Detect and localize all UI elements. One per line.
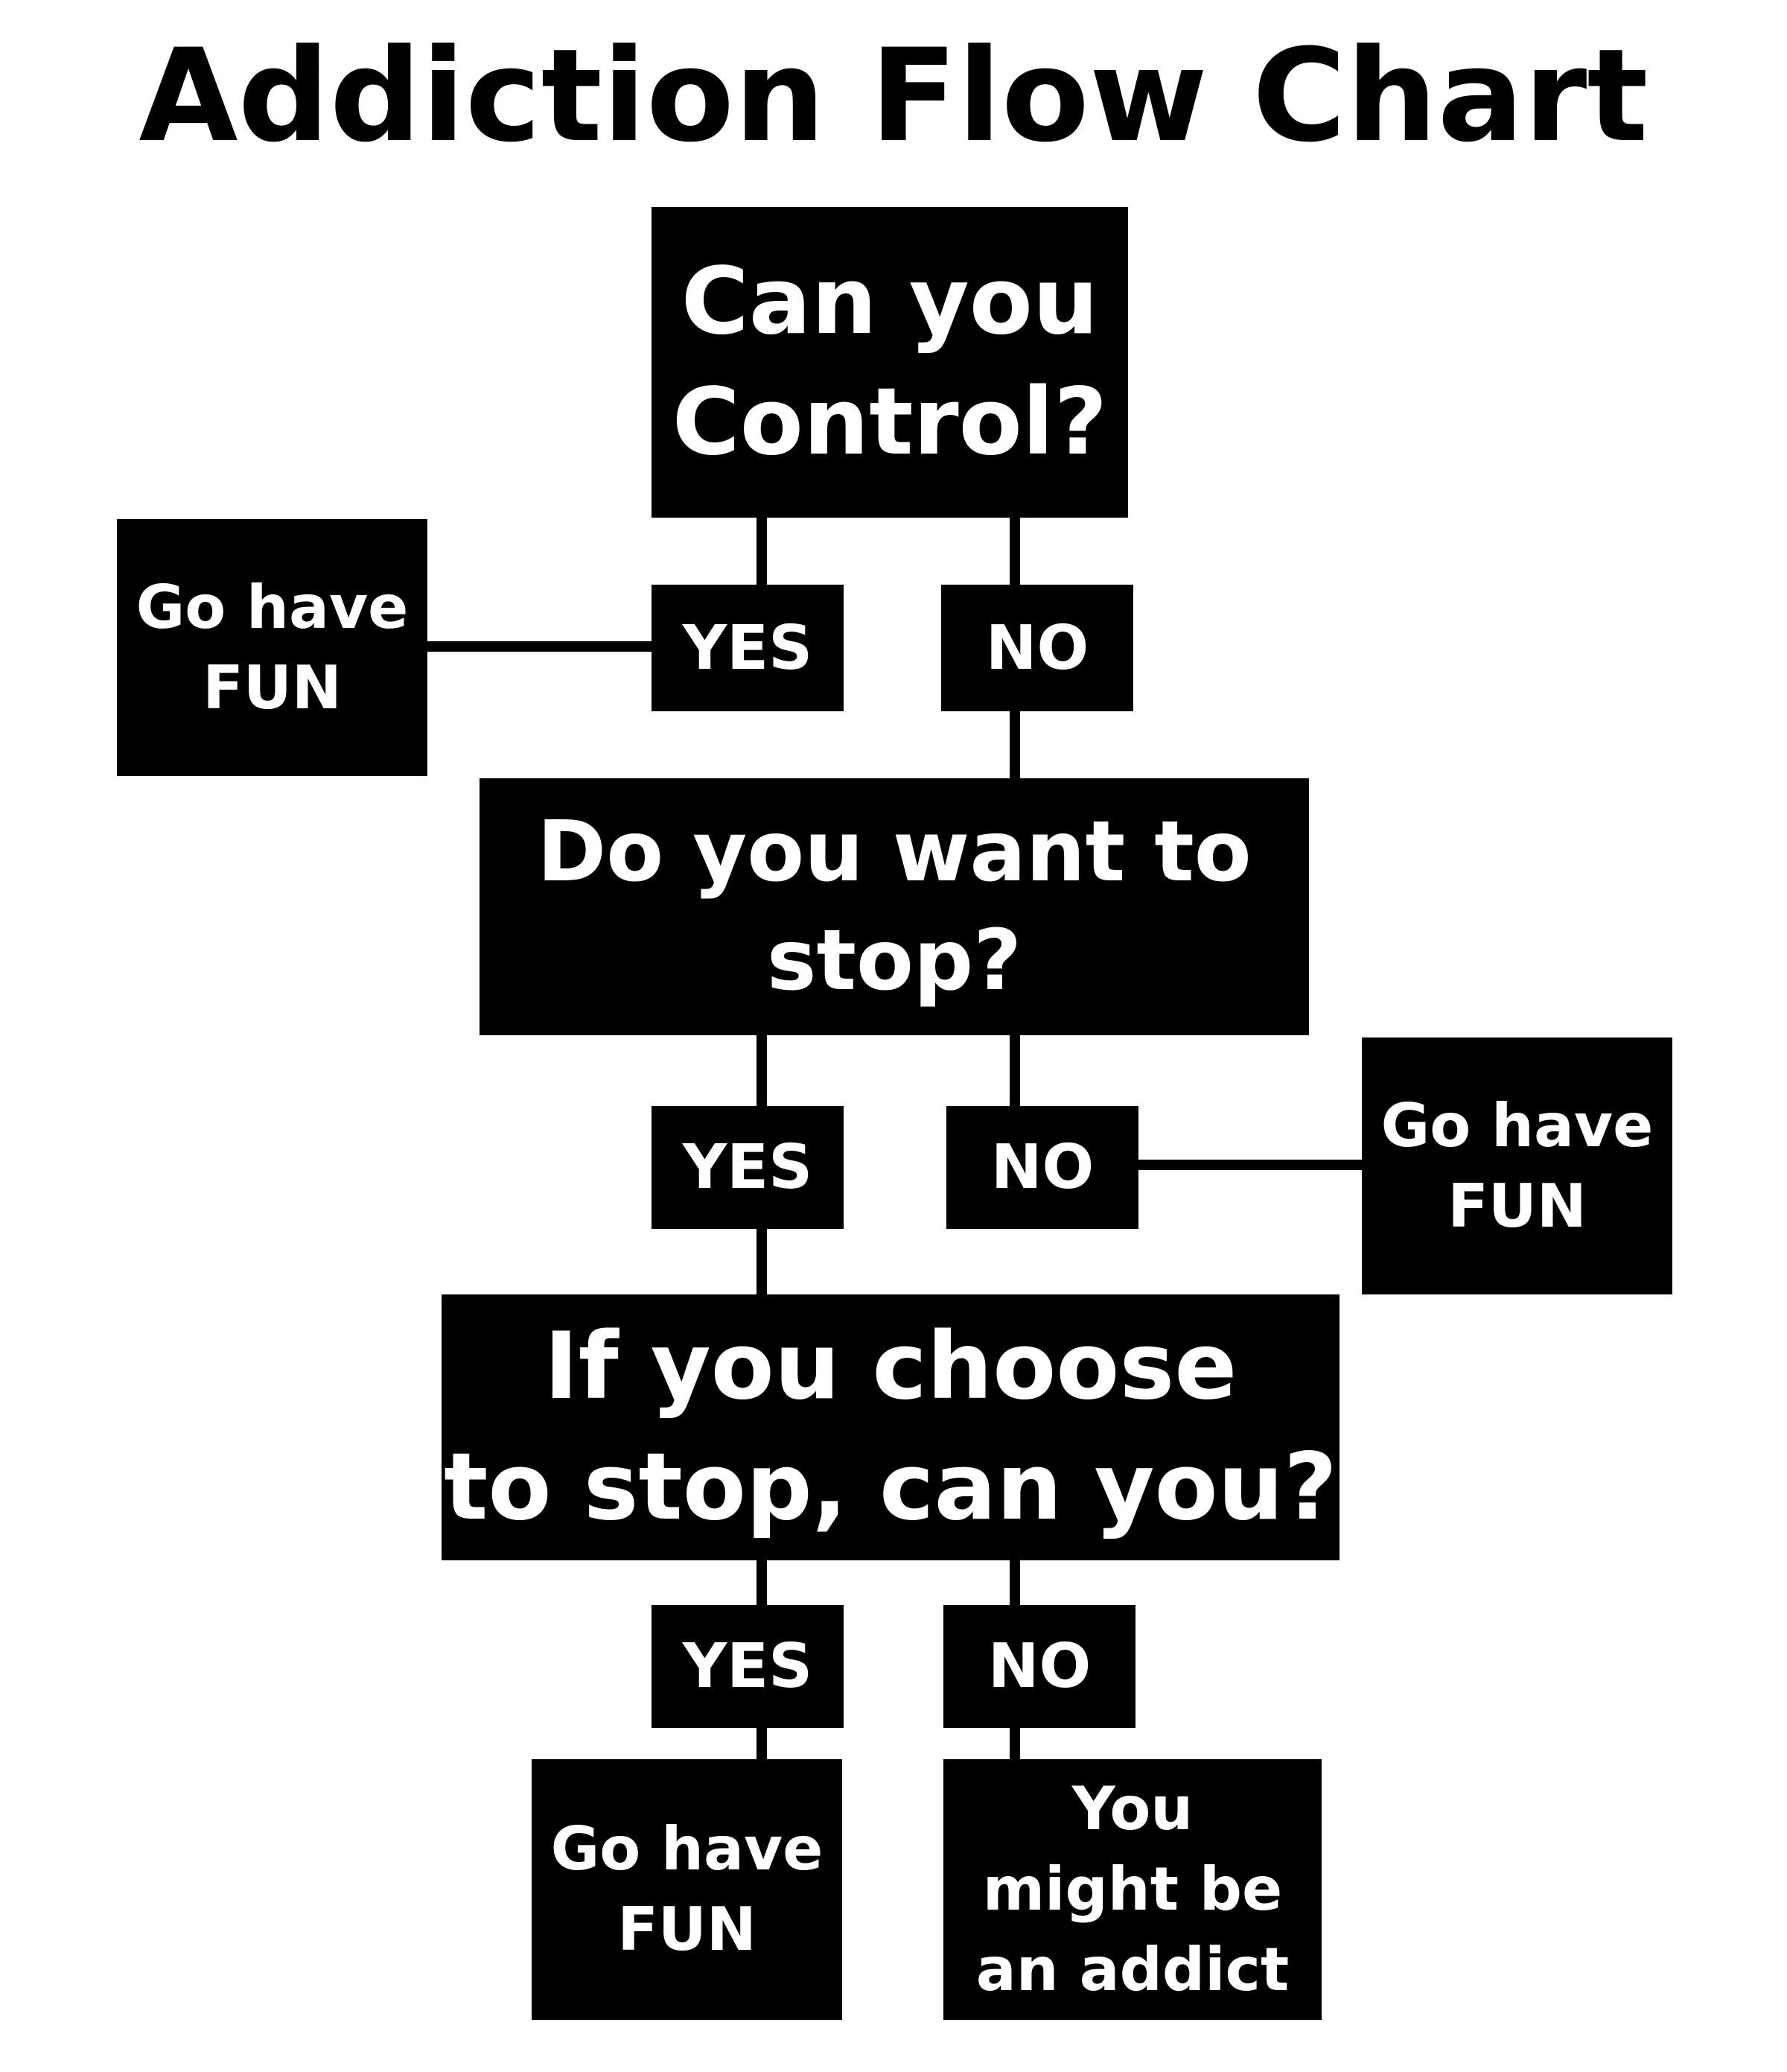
connector-q3-no <box>1010 1560 1020 1605</box>
connector-q2-no-outcome <box>1136 1160 1363 1170</box>
connector-q2-yes-to-q3 <box>756 1229 767 1294</box>
connector-q1-no <box>1010 518 1020 585</box>
connector-q1-yes-outcome <box>426 641 652 652</box>
question-line: to stop, can you? <box>444 1433 1337 1541</box>
q1-yes-label: YES <box>652 585 844 711</box>
q1-no-label: NO <box>941 585 1133 711</box>
answer-text: NO <box>985 612 1089 684</box>
answer-text: NO <box>990 1132 1095 1203</box>
question-can-you-control: Can you Control? <box>652 207 1128 518</box>
q3-yes-label: YES <box>652 1605 844 1728</box>
question-want-to-stop: Do you want to stop? <box>480 778 1309 1035</box>
outcome-might-be-addict: You might be an addict <box>943 1759 1322 2020</box>
answer-text: YES <box>682 1631 813 1702</box>
q3-no-label: NO <box>943 1605 1135 1728</box>
answer-text: YES <box>682 612 813 684</box>
outcome-line: an addict <box>975 1935 1290 2004</box>
question-line: Can you <box>681 248 1099 356</box>
answer-text: YES <box>682 1132 813 1203</box>
question-line: Control? <box>672 368 1108 476</box>
connector-q2-yes <box>756 1035 767 1106</box>
outcome-line: Go have <box>550 1814 824 1884</box>
outcome-line: FUN <box>203 652 342 722</box>
question-choose-to-stop: If you choose to stop, can you? <box>442 1294 1340 1560</box>
outcome-line: FUN <box>1447 1171 1587 1241</box>
connector-q1-no-to-q2 <box>1010 711 1020 778</box>
outcome-line: You <box>1071 1774 1194 1843</box>
outcome-go-have-fun-2: Go have FUN <box>1362 1037 1672 1294</box>
connector-q3-yes <box>756 1560 767 1605</box>
question-line: Do you want to <box>537 803 1252 900</box>
q2-yes-label: YES <box>652 1106 844 1229</box>
connector-q1-yes <box>756 518 767 585</box>
outcome-go-have-fun-1: Go have FUN <box>117 519 427 776</box>
outcome-line: Go have <box>1380 1090 1654 1160</box>
q2-no-label: NO <box>946 1106 1138 1229</box>
outcome-go-have-fun-3: Go have FUN <box>532 1759 842 2020</box>
outcome-line: Go have <box>136 572 409 642</box>
outcome-line: might be <box>982 1855 1283 1924</box>
answer-text: NO <box>987 1631 1092 1702</box>
question-line: stop? <box>766 912 1022 1009</box>
outcome-line: FUN <box>617 1895 756 1964</box>
question-line: If you choose <box>544 1313 1237 1421</box>
chart-title: Addiction Flow Chart <box>138 21 1649 171</box>
connector-q2-no <box>1010 1035 1020 1106</box>
connector-q3-yes-outcome <box>756 1728 767 1759</box>
connector-q3-no-outcome <box>1010 1728 1020 1759</box>
